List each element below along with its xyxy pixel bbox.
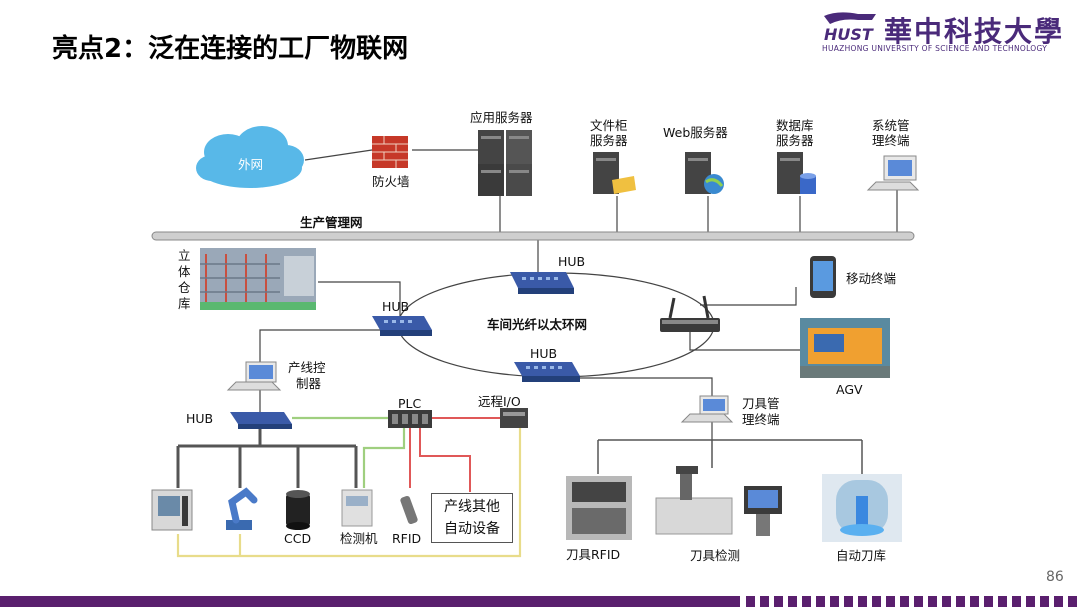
other-equipment-label-1: 产线其他 — [444, 499, 500, 515]
production-network-label: 生产管理网 — [300, 215, 363, 230]
footer-dashes — [746, 596, 1080, 607]
file-server-label-2: 服务器 — [590, 133, 628, 148]
inspection-machine-icon — [341, 489, 373, 527]
io-lines-yellow — [176, 428, 522, 558]
connection-lines — [259, 149, 898, 440]
warehouse-label-3: 仓 — [178, 280, 191, 295]
line-controller-icon — [226, 361, 282, 391]
cnc-machine-icon — [151, 489, 193, 531]
auto-tool-store-photo — [822, 474, 902, 542]
rfid-reader-icon — [400, 495, 418, 525]
line-controller-label-2: 制器 — [296, 376, 322, 391]
robot-arm-icon — [226, 487, 258, 530]
mobile-terminal-label: 移动终端 — [846, 271, 897, 286]
hub-line-icon — [230, 412, 292, 429]
device-bus — [176, 426, 358, 488]
hub-top-label: HUB — [558, 254, 586, 269]
warehouse-photo — [200, 248, 316, 310]
field-bus-green — [292, 416, 406, 488]
signal-lines-red — [409, 417, 500, 492]
auto-tool-store-label: 自动刀库 — [836, 548, 887, 563]
rfid-label: RFID — [392, 531, 422, 546]
system-terminal-label-1: 系统管 — [872, 118, 910, 133]
firewall-label: 防火墙 — [372, 174, 410, 189]
tool-inspection-photo — [655, 466, 782, 536]
other-equipment-label-2: 自动设备 — [444, 521, 500, 537]
hub-line-label: HUB — [186, 411, 214, 426]
db-server-label-1: 数据库 — [776, 118, 814, 133]
cloud-icon — [196, 126, 304, 188]
warehouse-label-4: 库 — [178, 296, 191, 311]
web-server-label: Web服务器 — [663, 125, 728, 140]
warehouse-label-1: 立 — [178, 248, 191, 263]
tool-terminal-icon — [680, 395, 734, 423]
system-terminal-icon — [866, 155, 920, 191]
hub-left-label: HUB — [382, 299, 410, 314]
app-server-icon — [478, 130, 532, 196]
line-controller-label-1: 产线控 — [288, 360, 326, 375]
svg-text:HUST: HUST — [824, 25, 874, 44]
ccd-label: CCD — [284, 531, 312, 546]
agv-label: AGV — [836, 382, 863, 397]
hub-left-icon — [372, 316, 432, 336]
agv-photo — [800, 318, 890, 378]
web-server-icon — [685, 152, 724, 194]
hub-bottom-icon — [514, 362, 580, 382]
ring-label: 车间光纤以太环网 — [487, 317, 588, 332]
page-number: 86 — [1046, 569, 1064, 585]
remote-io-icon — [500, 408, 528, 428]
wireless-router-icon — [660, 295, 720, 332]
logo-chinese-name: 華中科技大學 — [884, 15, 1065, 48]
file-server-icon — [593, 152, 636, 194]
inspection-machine-label: 检测机 — [340, 531, 378, 546]
db-server-icon — [777, 152, 816, 194]
tool-terminal-label-1: 刀具管 — [742, 396, 780, 411]
hub-top-icon — [510, 272, 574, 294]
production-network-bus — [151, 231, 915, 241]
tool-rfid-photo — [566, 476, 632, 540]
footer-bar — [0, 596, 740, 607]
tool-terminal-label-2: 理终端 — [742, 412, 780, 427]
tool-bus — [597, 439, 863, 474]
remote-io-label: 远程I/O — [478, 394, 521, 409]
firewall-icon — [372, 136, 408, 168]
logo-english-name: HUAZHONG UNIVERSITY OF SCIENCE AND TECHN… — [822, 44, 1048, 53]
file-server-label-1: 文件柜 — [590, 118, 628, 133]
tool-rfid-label: 刀具RFID — [566, 547, 621, 562]
db-server-label-2: 服务器 — [776, 133, 814, 148]
warehouse-label-2: 体 — [178, 264, 191, 279]
hust-emblem-icon: HUST — [824, 12, 876, 44]
other-equipment-box: 产线其他 自动设备 — [431, 493, 513, 543]
system-terminal-label-2: 理终端 — [872, 133, 910, 148]
cloud-label: 外网 — [238, 157, 264, 172]
slide-title: 亮点2：泛在连接的工厂物联网 — [52, 34, 409, 64]
mobile-terminal-icon — [810, 256, 836, 298]
ccd-camera-icon — [286, 490, 310, 530]
hub-bottom-label: HUB — [530, 346, 558, 361]
university-logo: HUST 華中科技大學 HUAZHONG UNIVERSITY OF SCIEN… — [818, 10, 1073, 60]
plc-icon — [388, 410, 432, 428]
tool-inspection-label: 刀具检测 — [690, 548, 741, 563]
plc-label: PLC — [398, 396, 422, 411]
app-server-label: 应用服务器 — [470, 110, 533, 125]
